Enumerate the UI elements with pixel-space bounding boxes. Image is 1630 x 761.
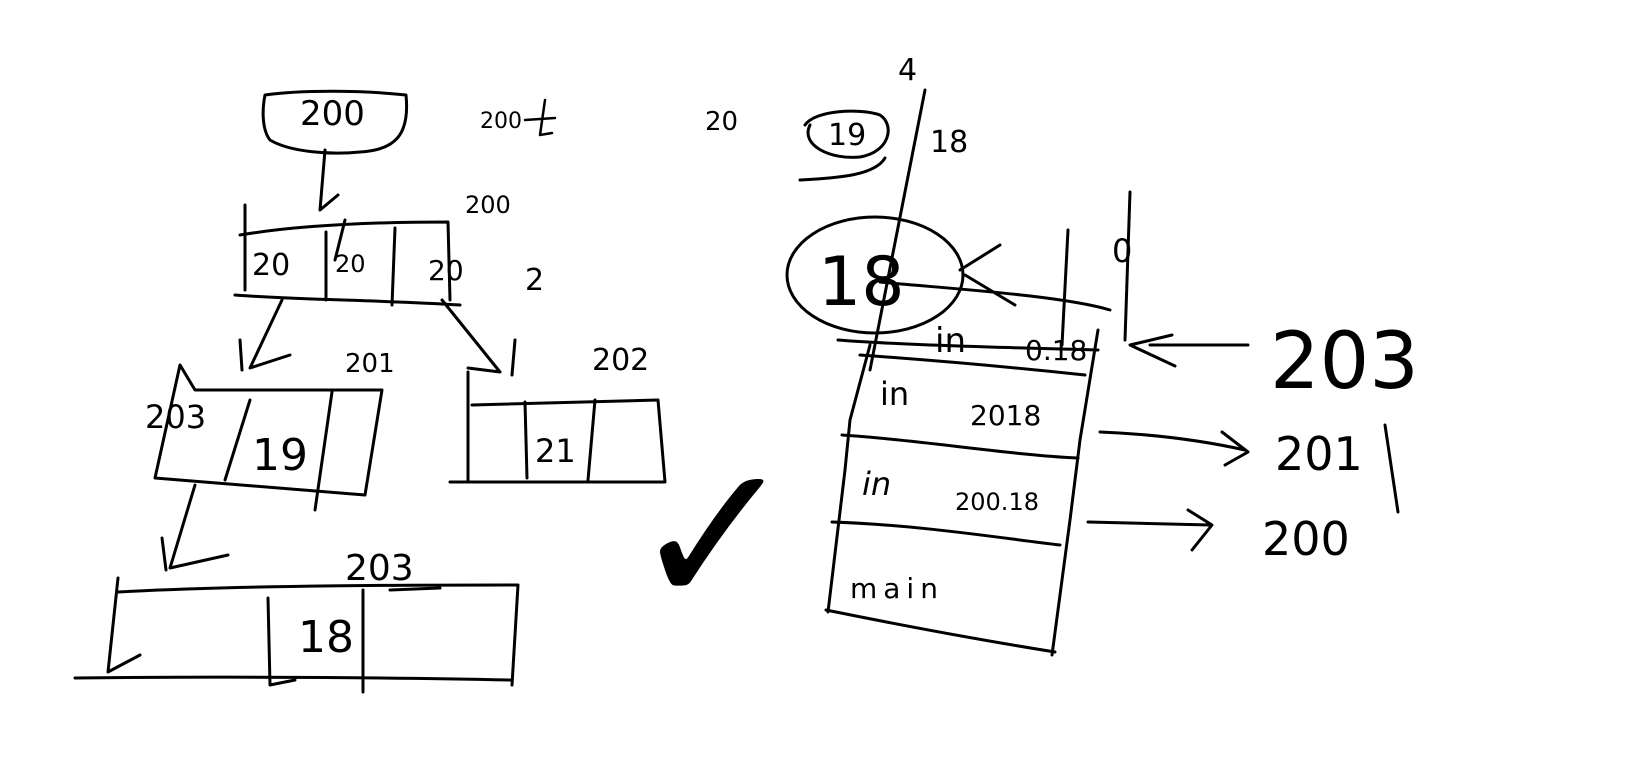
root-note-4: 18 [930,125,968,160]
root-note-2: 20 [705,107,738,137]
stack-frame-0-value: 0.18 [1025,334,1087,367]
pointer-label-1: 201 [1275,427,1363,481]
bottom-block-cell: 18 [298,612,354,663]
root-node-shape [261,89,409,155]
level2-left-address: 201 [345,349,395,379]
root-note-3: 19 [828,118,866,153]
stack-return-marker: 0 [1112,232,1132,270]
arrow-level1-to-right [440,298,517,377]
stack-circle-connector [878,243,1112,312]
stack-frame-2-name: in [862,465,891,503]
root-note-mark [523,98,557,137]
pointer-label-2: 200 [1262,512,1350,566]
bottom-block-address: 203 [345,548,414,589]
stack-long-line [868,88,927,372]
right-block-dividers [523,398,597,482]
arrow-root-to-level1 [318,148,340,212]
arrow-level1-to-left [238,298,292,372]
bottom-block-shape [73,576,520,687]
stack-frame-1-value: 2018 [970,399,1041,432]
stack-frame-divider-1 [858,353,1087,377]
level2-right-address: 202 [592,343,649,378]
pointer-label-0: 203 [1270,317,1419,407]
left-block-shape [153,363,384,497]
root-node-label: 200 [300,94,365,134]
tree-diagram: 200 200 20 19 18 200 20 20 20 2 201 202 … [73,89,968,694]
pointer-arrow-0 [1128,333,1250,368]
left-block-dividers [223,390,334,512]
stack-circle-shape [785,215,965,335]
stack-frame-3-name: main [850,572,944,605]
level1-cell1: 20 [252,248,290,283]
stack-top-number: 4 [898,53,917,88]
pointer-arrow-2 [1086,508,1214,552]
stack-frame-divider-2 [840,433,1080,460]
level1-tail: 2 [525,263,544,298]
stack-diagram: 4 18 0 in 0.18 in 2018 in 200.18 main 20… [785,53,1419,657]
root-note-1: 200 [480,109,522,134]
stack-frame-2-value: 200.18 [955,488,1039,516]
arrow-left-to-bottom [160,483,230,572]
left-block-cell: 19 [252,430,308,481]
stack-upper-right-lines [1060,190,1132,347]
right-block-shape [448,370,667,484]
right-block-cell: 21 [535,432,576,470]
stack-frame-1-name: in [880,375,909,413]
bottom-address-underline [388,586,442,592]
root-note-3-circle [798,109,890,182]
level1-cell3: 20 [428,254,464,287]
stack-frame-divider-3 [830,520,1062,547]
level1-dividers [324,218,397,307]
root-address-label: 200 [465,191,511,219]
stack-frames-shape [824,328,1100,657]
left-block-label: 203 [145,398,206,436]
level1-cell2: 20 [335,250,366,278]
pointer-label-1-tail [1383,423,1400,514]
check-mark: ✓ [630,420,798,653]
pointer-arrow-1 [1098,430,1250,467]
stack-frame-0-name: in [935,321,966,361]
bottom-block-dividers [266,588,365,694]
level1-node-shape [233,203,462,307]
